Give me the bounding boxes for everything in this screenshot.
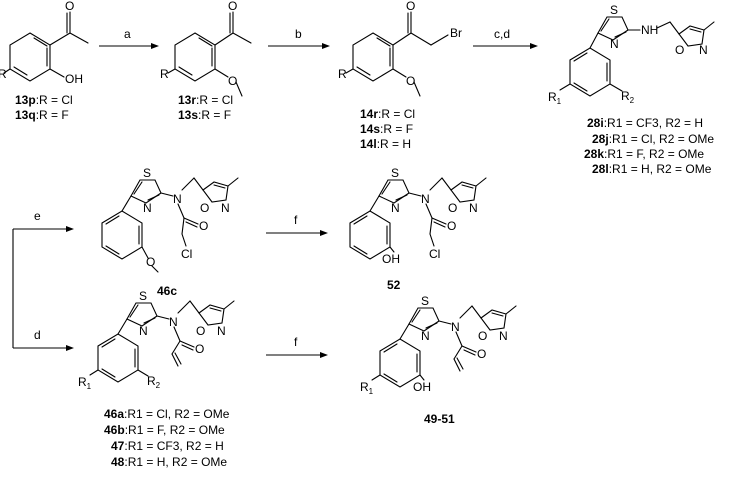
isoxazole-n-label: N <box>221 201 230 215</box>
label-47: 47:R1 = CF3, R2 = H <box>111 439 224 453</box>
isoxazole-o-label: O <box>448 201 457 215</box>
amide-n-label: N <box>421 192 430 206</box>
r-substituent-label: R <box>0 67 7 81</box>
carbonyl-oxygen-label: O <box>406 0 415 13</box>
step-f-label: f <box>294 213 298 227</box>
label-13r: 13r:R = Cl <box>178 93 233 107</box>
isoxazole-n-label: N <box>217 324 226 338</box>
arrow-step-f-upper: f <box>266 213 328 236</box>
carbonyl-oxygen-label: O <box>447 219 456 233</box>
arrow-step-f-lower: f <box>266 335 328 358</box>
label-49-51: 49-51 <box>424 412 455 426</box>
compound-49-51-structure: S N N O N O OH R1 49-51 <box>360 294 517 426</box>
isoxazole-o-label: O <box>675 43 684 57</box>
thiazole-n-label: N <box>139 324 148 338</box>
label-46b: 46b:R1 = F, R2 = OMe <box>104 423 225 437</box>
methoxy-oxygen-label: O <box>228 74 237 88</box>
r2-substituent-label: R2 <box>621 89 635 105</box>
label-14s: 14s:R = F <box>360 122 413 136</box>
carbonyl-oxygen-label: O <box>228 0 237 13</box>
isoxazole-n-label: N <box>499 329 508 343</box>
chlorine-label: Cl <box>181 247 192 261</box>
thiazole-n-label: N <box>391 201 400 215</box>
compound-13r-labels: 13r:R = Cl 13s:R = F <box>178 93 233 122</box>
compound-46-labels: 46a:R1 = Cl, R2 = OMe 46b:R1 = F, R2 = O… <box>104 407 230 469</box>
hydroxyl-label: OH <box>413 380 431 394</box>
r1-substituent-label: R1 <box>360 380 374 396</box>
carbonyl-oxygen-label: O <box>195 342 204 356</box>
label-48: 48:R1 = H, R2 = OMe <box>111 455 227 469</box>
label-14r: 14r:R = Cl <box>360 107 415 121</box>
compound-46c-structure: S N N O N O Cl O 46c <box>101 166 239 298</box>
label-28j: 28j:R1 = Cl, R2 = OMe <box>592 132 714 146</box>
label-52: 52 <box>387 278 401 292</box>
compound-14-labels: 14r:R = Cl 14s:R = F 14l:R = H <box>360 107 415 151</box>
label-13p: 13p:R = Cl <box>15 93 73 107</box>
amide-n-label: N <box>451 320 460 334</box>
methoxy-oxygen-label: O <box>406 74 415 88</box>
hydroxyl-label: OH <box>382 252 400 266</box>
compound-13-structure: O OH R <box>0 0 89 86</box>
step-a-label: a <box>124 27 131 41</box>
amide-n-label: N <box>173 192 182 206</box>
isoxazole-o-label: O <box>196 324 205 338</box>
label-46c: 46c <box>157 284 177 298</box>
arrow-step-a: a <box>99 27 159 49</box>
thiazole-n-label: N <box>421 329 430 343</box>
compound-13-labels: 13p:R = Cl 13q:R = F <box>15 93 73 122</box>
isoxazole-n-label: N <box>469 201 478 215</box>
arrow-step-cd: c,d <box>473 27 538 49</box>
carbonyl-oxygen-label: O <box>65 0 74 13</box>
compound-46-structure: S N N O N O R1 R2 <box>78 289 235 391</box>
r-substituent-label: R <box>338 67 347 81</box>
amine-nh-label: NH <box>641 23 658 37</box>
label-28k: 28k:R1 = F, R2 = OMe <box>584 147 704 161</box>
r2-substituent-label: R2 <box>147 374 161 390</box>
arrow-step-b: b <box>268 27 330 49</box>
thiazole-s-label: S <box>421 294 429 308</box>
hydroxyl-label: OH <box>65 72 83 86</box>
thiazole-s-label: S <box>610 3 618 17</box>
label-13q: 13q:R = F <box>15 108 69 122</box>
label-28i: 28i:R1 = CF3, R2 = H <box>587 116 703 130</box>
amide-n-label: N <box>169 315 178 329</box>
isoxazole-o-label: O <box>478 329 487 343</box>
thiazole-n-label: N <box>143 201 152 215</box>
label-14l: 14l:R = H <box>360 137 411 151</box>
r1-substituent-label: R1 <box>548 90 562 106</box>
thiazole-s-label: S <box>139 289 147 303</box>
isoxazole-o-label: O <box>200 201 209 215</box>
thiazole-s-label: S <box>391 166 399 180</box>
thiazole-s-label: S <box>143 166 151 180</box>
r-substituent-label: R <box>160 67 169 81</box>
thiazole-n-label: N <box>610 37 619 51</box>
step-e-label: e <box>34 209 41 223</box>
carbonyl-oxygen-label: O <box>477 347 486 361</box>
step-d-label: d <box>34 328 41 342</box>
methoxy-oxygen-label: O <box>146 255 155 269</box>
carbonyl-oxygen-label: O <box>199 219 208 233</box>
label-13s: 13s:R = F <box>178 108 231 122</box>
compound-28-structure: S N NH O N R1 R2 <box>548 3 715 106</box>
step-f-label: f <box>294 335 298 349</box>
compound-52-structure: S N N O N O Cl OH 52 <box>349 166 487 292</box>
isoxazole-n-label: N <box>699 43 708 57</box>
compound-13r-structure: O O R <box>160 0 252 97</box>
branch-arrows: e d <box>12 209 74 351</box>
label-28l: 28l:R1 = H, R2 = OMe <box>592 162 712 176</box>
compound-28-labels: 28i:R1 = CF3, R2 = H 28j:R1 = Cl, R2 = O… <box>584 116 714 176</box>
step-b-label: b <box>295 27 302 41</box>
bromine-label: Br <box>450 26 462 40</box>
step-cd-label: c,d <box>494 27 510 41</box>
r1-substituent-label: R1 <box>78 375 92 391</box>
label-46a: 46a:R1 = Cl, R2 = OMe <box>104 407 230 421</box>
chlorine-label: Cl <box>429 247 440 261</box>
compound-14-structure: O Br O R <box>338 0 462 97</box>
